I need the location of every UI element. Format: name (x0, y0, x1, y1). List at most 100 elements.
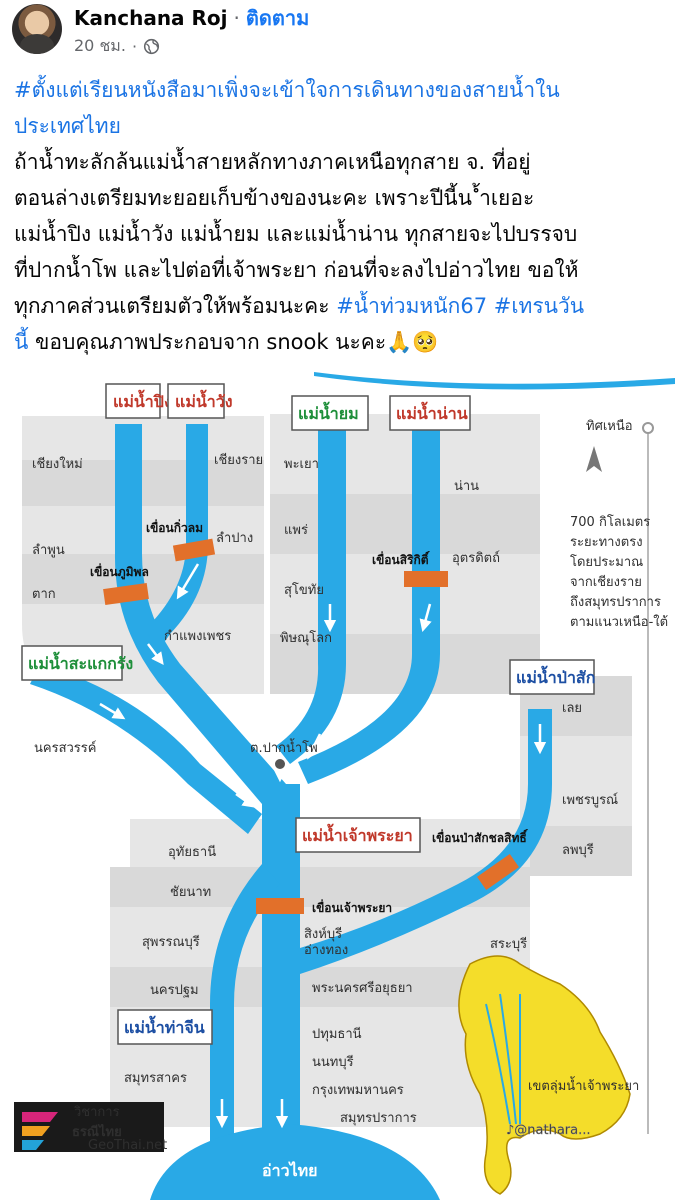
dams (103, 538, 519, 914)
hashtag-link[interactable]: ประเทศไทย (14, 114, 121, 138)
province-labels: เชียงใหม่ เชียงราย พะเยา น่าน ลำปาง แพร่… (32, 452, 618, 1126)
province-label: นนทบุรี (312, 1054, 354, 1070)
logo-mark (22, 1126, 50, 1136)
post-header: Kanchana Roj · ติดตาม 20 ชม. · (0, 0, 675, 68)
post-line-4: ตอนล่างเตรียมทะยอยเก็บข้างของนะคะ เพราะป… (14, 186, 535, 210)
province-label: น่าน (454, 479, 479, 494)
province-label: ลำปาง (216, 531, 253, 546)
province-label: พิษณุโลก (280, 630, 332, 646)
province-label: สมุทรปราการ (340, 1111, 417, 1126)
video-watermark: ♪@nathara... (506, 1123, 591, 1138)
province-label: เชียงราย (214, 452, 263, 468)
hashtag-trend[interactable]: #เทรนวัน (487, 294, 585, 318)
river-sakae-krang (30, 664, 262, 834)
province-label: ชัยนาท (170, 885, 211, 900)
dam-label: เขื่อนป่าสักชลสิทธิ์ (432, 829, 528, 845)
globe-icon (143, 38, 160, 54)
land-band (270, 634, 540, 694)
province-label: แพร่ (284, 523, 308, 538)
dam-bhumibol (103, 583, 149, 605)
province-label: นครสวรรค์ (34, 740, 96, 756)
follow-button[interactable]: ติดตาม (245, 6, 310, 30)
dam-label: เขื่อนเจ้าพระยา (312, 899, 392, 915)
land-band (270, 494, 540, 554)
flow-arrow (147, 643, 164, 665)
dam-pasak (477, 853, 519, 891)
province-label: อุทัยธานี (168, 844, 216, 860)
logo-mark (22, 1140, 44, 1150)
hashtag-link[interactable]: #ตั้งแต่เรียนหนังสือมาเพิ่งจะเข้าใจการเด… (14, 78, 560, 102)
post-line-6: ที่ปากน้ำโพ และไปต่อที่เจ้าพระยา ก่อนที่… (14, 258, 579, 282)
distance-note-line: ถึงสมุทรปราการ (570, 595, 661, 610)
compass-label: ทิศเหนือ (586, 418, 633, 434)
logo-mark (22, 1112, 58, 1122)
river-tha-chin (210, 864, 280, 1154)
river-chao-phraya-trunk (262, 784, 300, 1154)
province-label: ตาก (32, 587, 56, 602)
river-box-sakae-krang (21, 645, 123, 681)
land-band (22, 460, 264, 506)
province-label: เพชรบูรณ์ (562, 792, 618, 808)
hashtag-flood[interactable]: #น้ำท่วมหนัก67 (336, 294, 488, 318)
separator-dot: · (233, 6, 240, 30)
post-line-8: นี้ ขอบคุณภาพประกอบจาก snook นะคะ🙏🥺 (14, 324, 669, 360)
province-label: สุพรรณบุรี (142, 934, 200, 950)
geothai-logo: วิชาการ ธรณีไทย GeoThai.net (14, 1102, 167, 1153)
author-line: Kanchana Roj · ติดตาม (74, 4, 309, 32)
river-infographic[interactable]: ต.ปากน้ำโพ เชียงใหม่ เชียงราย พะเยา น่าน… (0, 364, 675, 1200)
logo-line-2: ธรณีไทย (72, 1123, 122, 1140)
river-pa-sak (300, 709, 552, 974)
pak-nam-pho-marker (273, 757, 287, 771)
pak-nam-pho-label: ต.ปากน้ำโพ (250, 738, 318, 756)
flow-arrow (419, 603, 432, 633)
post-line-3: ถ้าน้ำทะลักล้นแม่น้ำสายหลักทางภาคเหนือทุ… (14, 150, 531, 174)
distance-note-line: ตามแนวเหนือ-ใต้ (570, 614, 668, 630)
dam-labels: เขื่อนกิ่วลม เขื่อนภูมิพล เขื่อนสิริกิติ… (90, 519, 528, 915)
flow-arrow (307, 733, 322, 760)
distance-note-line: โดยประมาณ (570, 554, 643, 570)
river-label-sakae-krang: แม่น้ำสะแกกรัง (28, 651, 133, 673)
river-label-yom: แม่น้ำยม (298, 401, 359, 423)
province-label: นครปฐม (150, 983, 199, 998)
author-name[interactable]: Kanchana Roj (74, 6, 228, 30)
river-box-chao-phraya (295, 817, 421, 853)
river-map-svg: ต.ปากน้ำโพ เชียงใหม่ เชียงราย พะเยา น่าน… (14, 372, 675, 1200)
post-line-2: ประเทศไทย (14, 108, 669, 144)
flow-arrow (235, 792, 256, 808)
river-box-ping (105, 383, 161, 419)
dam-label: เขื่อนภูมิพล (90, 563, 149, 580)
province-label: ลำพูน (32, 543, 65, 558)
post-time[interactable]: 20 ชม. (74, 35, 126, 55)
thailand-shape (458, 955, 631, 1195)
province-label: ปทุมธานี (312, 1026, 362, 1042)
river-ping (114, 424, 286, 804)
post-text-segment: ทุกภาคส่วนเตรียมตัวให้พร้อมนะคะ (14, 294, 337, 318)
river-box-nan (389, 395, 471, 431)
author-avatar[interactable] (12, 4, 62, 54)
river-label-nan: แม่น้ำน่าน (396, 401, 468, 423)
province-label: สิงห์บุรี (304, 926, 342, 942)
post-line-1: #ตั้งแต่เรียนหนังสือมาเพิ่งจะเข้าใจการเด… (14, 72, 669, 108)
hashtag-trend-cont[interactable]: นี้ (14, 330, 29, 354)
dam-chao-phraya (256, 898, 304, 914)
inset-thailand-map: เขตลุ่มน้ำเจ้าพระยา (458, 955, 639, 1195)
province-label: กำแพงเพชร (164, 629, 231, 644)
dam-sirikit (404, 571, 448, 587)
province-label: เชียงใหม่ (32, 456, 83, 472)
distance-note-line: ระยะทางตรง (570, 535, 643, 550)
river-label-chao-phraya: แม่น้ำเจ้าพระยา (302, 823, 413, 845)
province-label: ลพบุรี (562, 842, 594, 858)
river-name-boxes: แม่น้ำปิง แม่น้ำวัง แม่น้ำยม แม่น้ำน่าน … (21, 383, 595, 1180)
province-label: พะเยา (284, 457, 319, 472)
post-text: #ตั้งแต่เรียนหนังสือมาเพิ่งจะเข้าใจการเด… (14, 72, 669, 360)
post-line-5: แม่น้ำปิง แม่น้ำวัง แม่น้ำยม และแม่น้ำน่… (14, 222, 578, 246)
river-box-wang (167, 383, 225, 419)
distance-scale-cap (642, 422, 654, 434)
river-box-pa-sak (509, 659, 595, 695)
province-label: อ่างทอง (304, 943, 348, 958)
province-label: กรุงเทพมหานคร (312, 1083, 404, 1098)
compass-block: ทิศเหนือ 700 กิโลเมตร ระยะทางตรง โดยประม… (570, 418, 668, 1134)
inset-rivers (485, 993, 521, 1125)
flow-arrow (176, 563, 200, 600)
province-label: สุโขทัย (284, 582, 324, 598)
